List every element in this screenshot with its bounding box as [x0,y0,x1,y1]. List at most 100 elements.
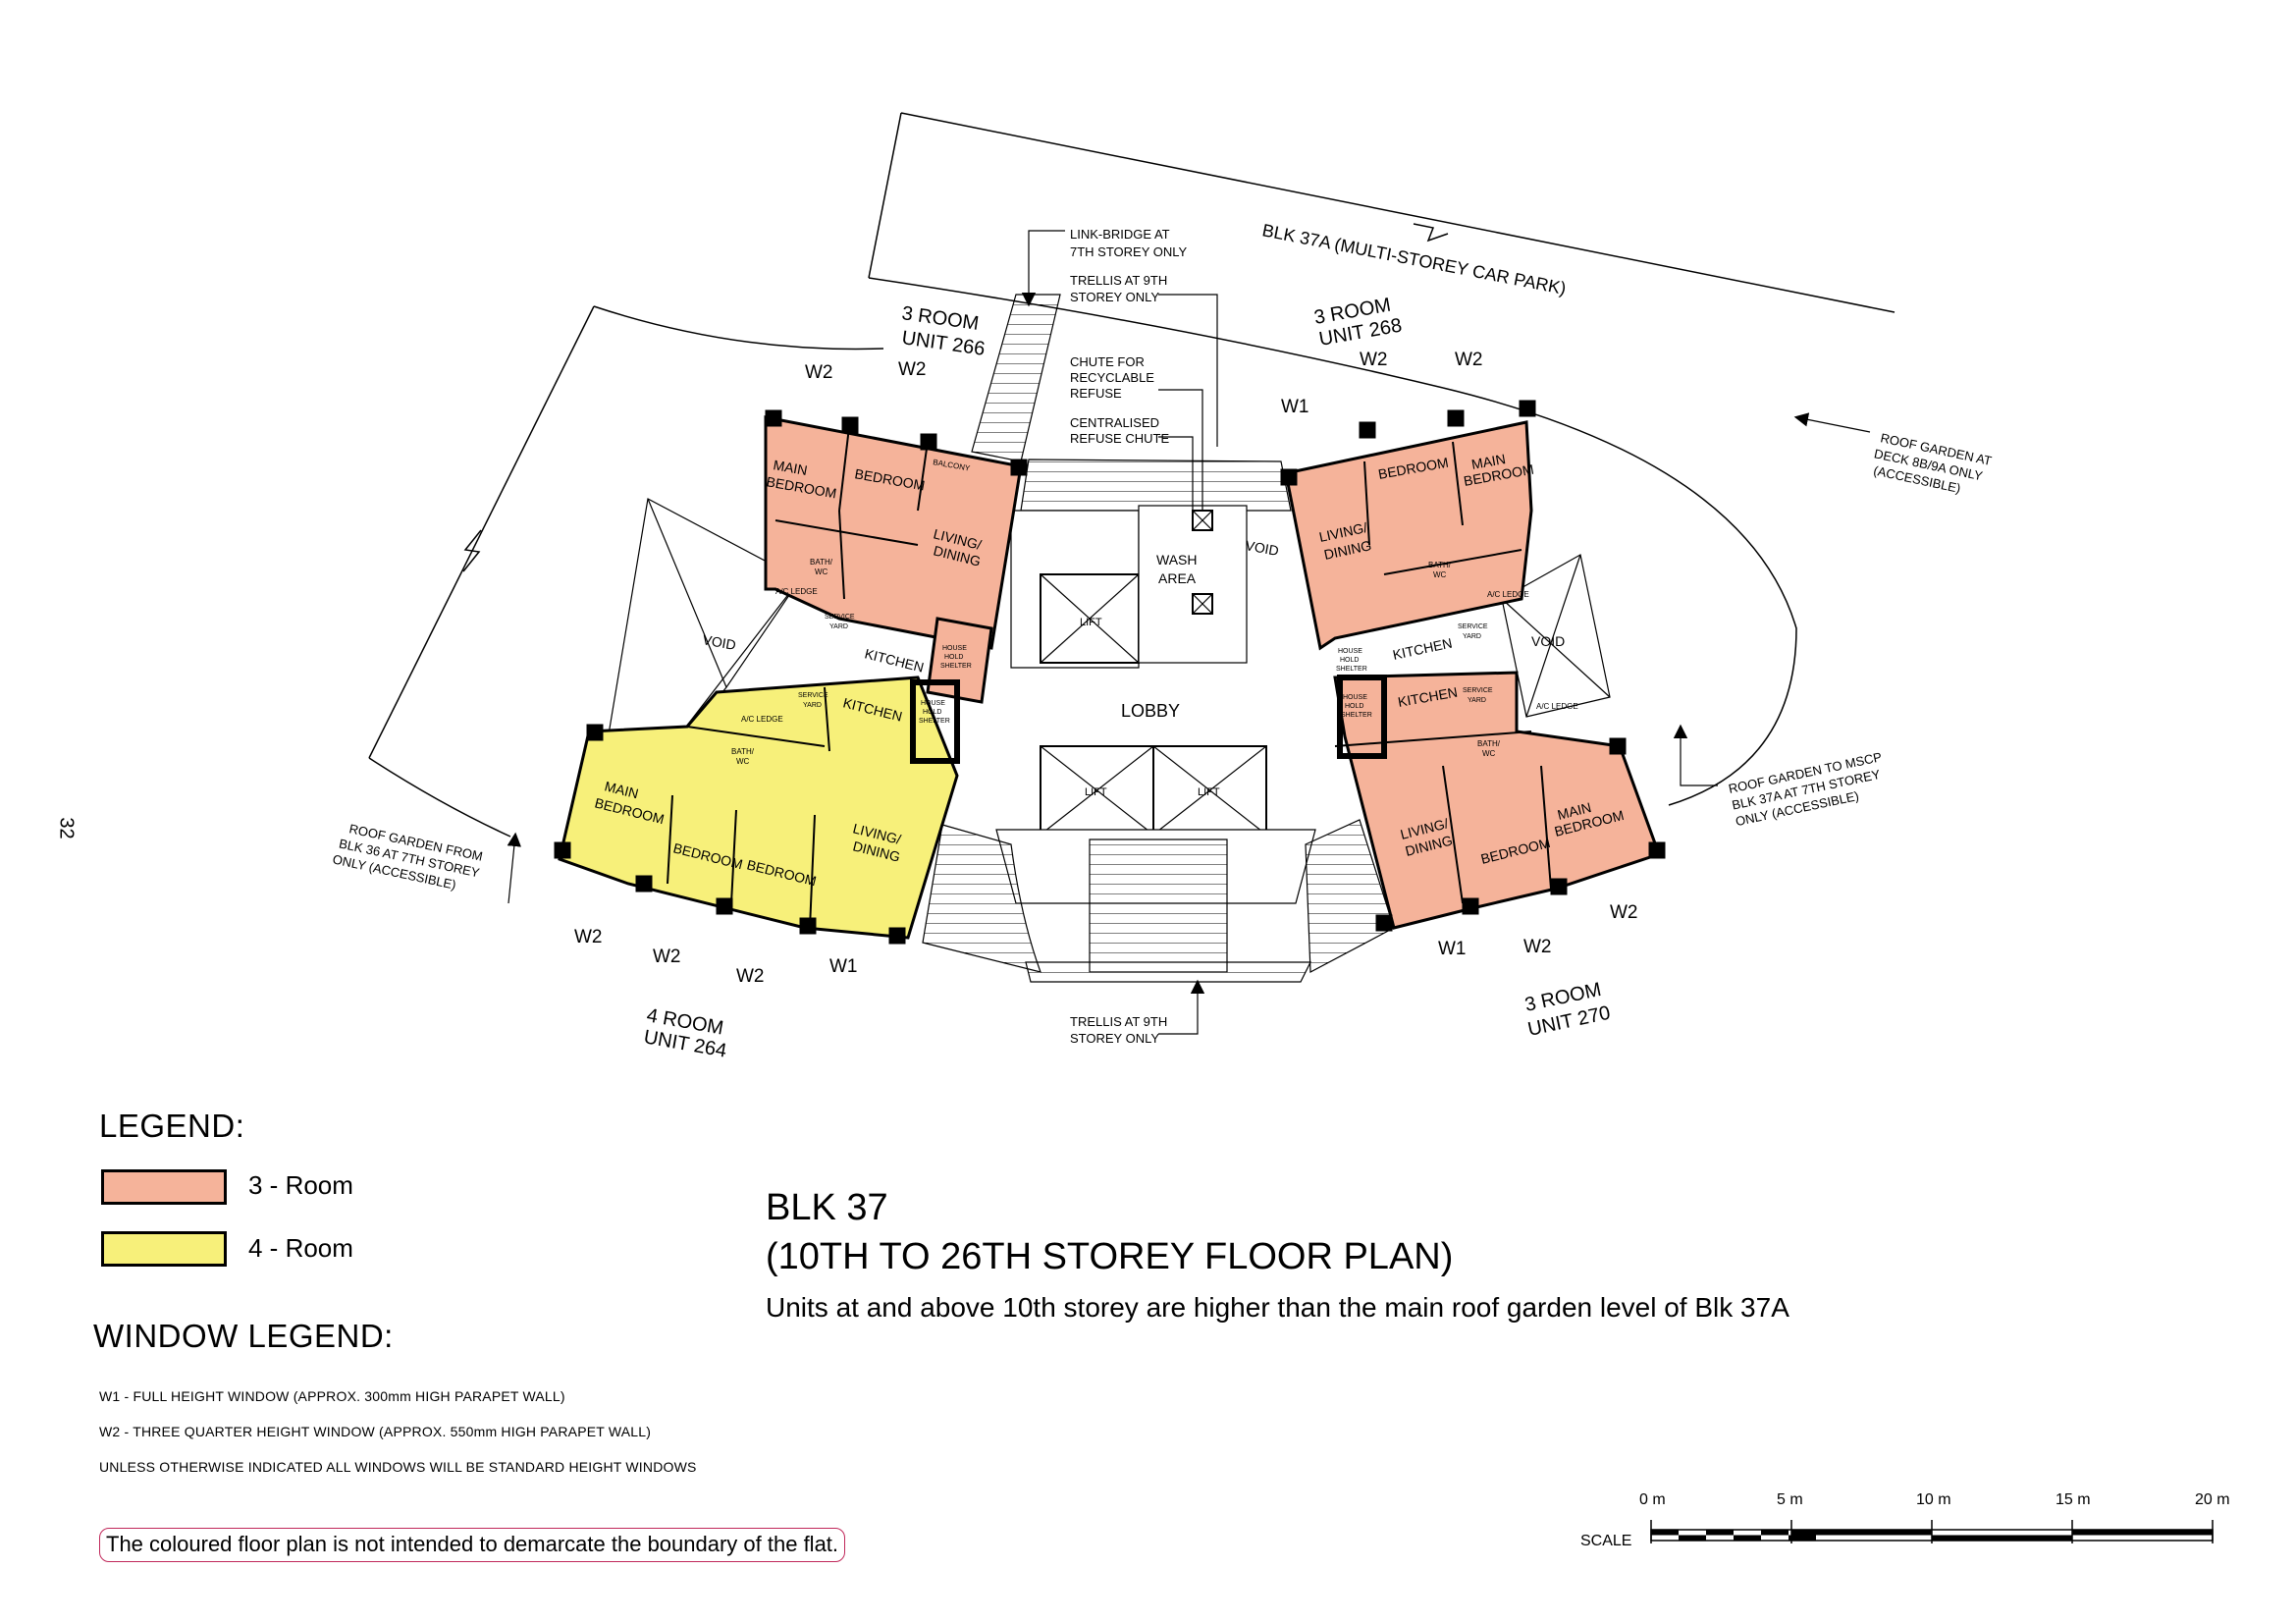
room-acledge-270: A/C LEDGE [1536,702,1578,711]
room-labels: MAIN BEDROOM BEDROOM BALCONY LIVING/ DIN… [593,451,1626,889]
window-tag-w2: W2 [1455,350,1483,370]
room-bath-264b: WC [736,757,750,766]
scale-tick-0: 0 m [1639,1491,1666,1508]
room-shelter-264b: HOLD [923,709,941,716]
room-service-264b: YARD [803,702,822,709]
plan-subtitle: Units at and above 10th storey are highe… [766,1292,1789,1323]
window-tag-w2: W2 [1610,902,1638,923]
unit-264 [554,676,960,945]
room-acledge-268: A/C LEDGE [1487,590,1529,599]
void-right [1501,554,1611,718]
legend-swatch-4-room [101,1231,227,1267]
room-service-268b: YARD [1463,633,1481,640]
room-shelter-268a: HOUSE [1338,648,1362,655]
window-legend-title: WINDOW LEGEND: [93,1318,394,1354]
scale-tick-10: 10 m [1916,1491,1951,1508]
room-kitchen-266: KITCHEN [863,645,925,675]
window-tags: W2 W2 W1 W2 W2 W2 W2 W2 W1 W1 W2 W2 [574,350,1638,987]
room-bath-270a: BATH/ [1477,739,1501,748]
scale-tick-15: 15 m [2056,1491,2091,1508]
room-shelter-264a: HOUSE [921,700,945,707]
room-bath-266b: WC [815,568,828,576]
void-center-label: VOID [1244,537,1279,559]
room-shelter-270a: HOUSE [1343,694,1367,701]
plan-title-line2: (10TH TO 26TH STOREY FLOOR PLAN) [766,1236,1454,1277]
void-left-label: VOID [701,631,736,653]
disclaimer-note: The coloured floor plan is not intended … [99,1528,845,1562]
room-shelter-266b: HOLD [944,654,963,661]
plan-title-block: BLK 37 (10TH TO 26TH STOREY FLOOR PLAN) [766,1183,1453,1281]
car-park-outline [868,112,1896,389]
room-shelter-264c: SHELTER [919,718,950,725]
room-shelter-266c: SHELTER [940,663,972,670]
window-tag-w2: W2 [805,362,833,383]
scale-tick-5: 5 m [1777,1491,1803,1508]
room-service-266a: SERVICE [825,614,855,621]
plan-title-line1: BLK 37 [766,1187,888,1228]
scale-bar-segments [1651,1530,2213,1541]
room-bath-268a: BATH/ [1428,561,1452,569]
callout-trellis-top-1: TRELLIS AT 9TH [1070,273,1167,288]
callout-link-bridge-1: LINK-BRIDGE AT [1070,227,1170,242]
callout-trellis-bot-2: STOREY ONLY [1070,1031,1159,1046]
callout-central-1: CENTRALISED [1070,415,1159,430]
room-bath-266a: BATH/ [810,558,833,567]
window-legend-line-note: UNLESS OTHERWISE INDICATED ALL WINDOWS W… [99,1459,697,1475]
room-kitchen-268: KITCHEN [1391,635,1453,663]
legend-label-3-room: 3 - Room [248,1170,353,1200]
window-legend-line-w1: W1 - FULL HEIGHT WINDOW (APPROX. 300mm H… [99,1388,565,1404]
unit-270 [1333,671,1666,932]
room-service-270a: SERVICE [1463,687,1493,694]
window-tag-w2: W2 [653,947,681,967]
lift-label-1: LIFT [1080,617,1102,628]
window-tag-w2: W2 [736,966,765,987]
legend-swatch-3-room [101,1169,227,1205]
room-bath-270b: WC [1482,749,1496,758]
wash-area-label-1: WASH [1156,552,1197,568]
callout-chute-1: CHUTE FOR [1070,354,1145,369]
room-service-268a: SERVICE [1458,623,1488,630]
room-shelter-268c: SHELTER [1336,666,1367,673]
window-tag-w2: W2 [574,927,603,947]
room-acledge-264: A/C LEDGE [741,715,783,724]
car-park-label: BLK 37A (MULTI-STOREY CAR PARK) [1260,220,1568,298]
scale-label: SCALE [1580,1533,1631,1549]
callout-trellis-top-2: STOREY ONLY [1070,290,1159,304]
room-shelter-270c: SHELTER [1341,712,1372,719]
room-acledge-266: A/C LEDGE [775,587,818,596]
scale-tick-20: 20 m [2195,1491,2230,1508]
site-boundary-right [1442,387,1797,806]
window-tag-w2: W2 [1523,937,1552,957]
leader-lines [507,230,1871,1035]
scale-bar: SCALE 0 m 5 m 10 m 15 m 20 m [1580,1491,2230,1549]
central-core [922,294,1395,983]
window-tag-w2: W2 [898,359,927,380]
room-shelter-268b: HOLD [1340,657,1359,664]
callout-chute-2: RECYCLABLE [1070,370,1154,385]
window-legend-line-w2: W2 - THREE QUARTER HEIGHT WINDOW (APPROX… [99,1424,652,1439]
page-number: 32 [55,817,78,839]
unit-268 [1280,400,1536,651]
site-boundary-left [368,305,884,838]
room-bath-268b: WC [1433,570,1447,579]
room-main-bedroom-268a: MAIN [1470,451,1507,472]
window-tag-w1: W1 [1438,939,1467,959]
room-service-266b: YARD [829,623,848,630]
lobby-label: LOBBY [1121,701,1180,721]
room-main-bedroom-266a: MAIN [772,457,808,478]
room-shelter-266a: HOUSE [942,645,967,652]
room-shelter-270b: HOLD [1345,703,1363,710]
void-right-label: VOID [1531,633,1565,649]
room-service-264a: SERVICE [798,692,828,699]
lift-label-3: LIFT [1198,786,1220,798]
lift-label-2: LIFT [1085,786,1107,798]
window-tag-w1: W1 [829,956,858,977]
wash-area-label-2: AREA [1158,570,1197,586]
window-tag-w2: W2 [1360,350,1388,370]
room-service-270b: YARD [1468,697,1486,704]
callout-chute-3: REFUSE [1070,386,1122,401]
room-bath-264a: BATH/ [731,747,755,756]
callout-link-bridge-2: 7TH STOREY ONLY [1070,244,1188,259]
window-tag-w1: W1 [1281,397,1309,417]
